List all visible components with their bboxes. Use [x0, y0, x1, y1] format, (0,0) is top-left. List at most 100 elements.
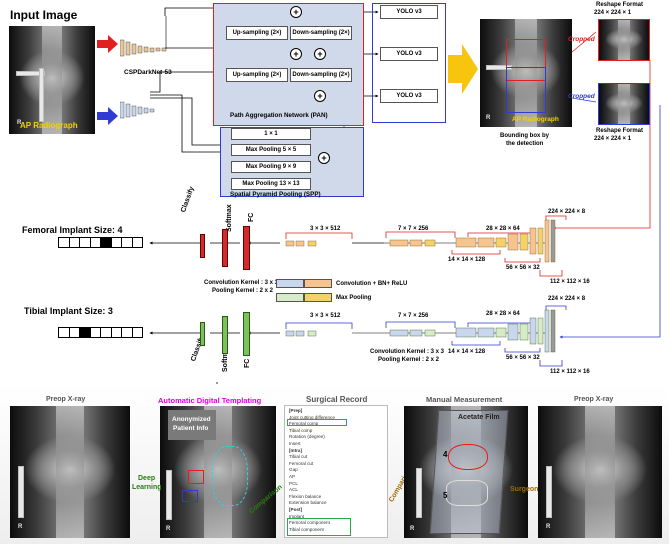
tibial-classify-block — [200, 322, 205, 346]
femoral-conv-kernel: Convolution Kernel : 3 x 3 — [204, 280, 279, 286]
record-line: Insert — [289, 440, 301, 446]
record-line: Joint cutting difference — [289, 414, 335, 420]
yolo-panel — [372, 3, 446, 123]
record-line: Tibial component — [289, 526, 324, 532]
acetate-film-label: Acetate Film — [458, 414, 500, 421]
preop-right-title: Preop X-ray — [574, 396, 614, 403]
spp-label: Spatial Pyramid Pooling (SPP) — [230, 191, 321, 198]
tibial-conv-kernel: Convolution Kernel : 3 x 3 — [370, 349, 445, 355]
crop-arrows — [571, 31, 596, 103]
femoral-layer-blocks — [285, 219, 556, 263]
femoral-classify-block — [200, 234, 205, 258]
preop-left-title: Preop X-ray — [46, 396, 86, 403]
spp-item-3: Max Pooling 9 × 9 — [231, 161, 311, 173]
ap-radiograph-label-2: AP Radiograph — [512, 116, 559, 123]
legend-conv-swatch-2 — [304, 279, 332, 288]
plus-node-2: + — [314, 48, 326, 60]
spp-item-4: Max Pooling 13 × 13 — [231, 178, 311, 190]
down-sampling-box-1: Down-sampling (2×) — [290, 26, 352, 40]
input-image-title: Input Image — [10, 8, 78, 22]
backbone-label: CSPDarkNet-53 — [124, 69, 172, 76]
femoral-dim-16: 112 × 112 × 16 — [550, 279, 590, 285]
legend-pool-swatch — [276, 293, 304, 302]
implant-plate — [18, 466, 24, 518]
record-line: Implant — [289, 513, 305, 519]
pan-label: Path Aggregation Network (PAN) — [230, 112, 328, 119]
template-outline — [212, 446, 248, 506]
legend-conv-label: Convolution + BN+ ReLU — [336, 281, 408, 287]
implant-plate-vertical — [39, 68, 44, 122]
record-line: Femoral cut — [289, 460, 314, 466]
size-4-label: 4 — [443, 450, 448, 459]
femoral-trace — [448, 444, 488, 470]
bbox-caption-2: the detection — [506, 141, 544, 147]
deep-learning-label-1: Deep — [138, 475, 156, 482]
plus-node-3: + — [290, 48, 302, 60]
spp-item-1: 1 × 1 — [231, 128, 311, 140]
legend-pool-label: Max Pooling — [336, 295, 372, 301]
backbone-blocks — [120, 16, 167, 119]
down-sampling-box-2: Down-sampling (2×) — [290, 68, 352, 82]
implant-plate — [166, 470, 172, 520]
reshape-title-2: Reshape Format — [596, 128, 644, 134]
record-line: Tibial cut — [289, 454, 308, 460]
tibial-dim-64: 28 × 28 × 64 — [486, 311, 520, 317]
femoral-one-hot — [58, 237, 143, 248]
femoral-bbox — [506, 39, 546, 81]
r-marker: R — [410, 526, 415, 532]
input-radiograph: R — [9, 26, 95, 134]
femoral-dim-64: 28 × 28 × 64 — [486, 226, 520, 232]
tibial-pool-kernel: Pooling Kernel : 2 x 2 — [378, 357, 440, 363]
plus-node-1: + — [290, 6, 302, 18]
tibial-fc-block — [243, 312, 250, 356]
r-marker: R — [486, 115, 491, 121]
acetate-film — [429, 410, 509, 534]
record-line: [Post] — [289, 506, 303, 512]
ap-radiograph-label: AP Radiograph — [20, 121, 78, 130]
record-line: [Intra] — [289, 447, 303, 453]
femoral-dim-8: 224 × 224 × 8 — [548, 209, 586, 215]
femoral-pool-kernel: Pooling Kernel : 2 x 2 — [212, 288, 274, 294]
reshape-title-1: Reshape Format — [596, 2, 644, 8]
femoral-dim-256: 7 × 7 × 256 — [398, 226, 429, 232]
record-line: Femoral comp — [289, 421, 319, 427]
up-sampling-box-1: Up-sampling (2×) — [226, 26, 288, 40]
template-tibial-box — [182, 490, 198, 502]
yolo-head-2: YOLO v3 — [380, 47, 438, 61]
record-line: [Prep] — [289, 408, 303, 413]
tibial-softmax-block — [222, 316, 228, 354]
auto-templating-title: Automatic Digital Templating — [158, 396, 262, 405]
surgical-record-title: Surgical Record — [306, 395, 368, 404]
tibial-layer-blocks — [285, 309, 556, 353]
plus-node-4: + — [314, 90, 326, 102]
femoral-crop — [598, 19, 650, 61]
tibial-dim-32: 56 × 56 × 32 — [506, 355, 540, 361]
legend-pool-swatch-2 — [304, 293, 332, 302]
implant-plate — [546, 466, 552, 518]
implant-plate — [16, 71, 45, 76]
tibial-one-hot — [58, 327, 143, 338]
record-line: AP — [289, 473, 296, 479]
yolo-head-3: YOLO v3 — [380, 89, 438, 103]
surgeon-label: Surgeon — [510, 486, 539, 493]
spp-plus-node: + — [318, 152, 330, 164]
deep-learning-label-2: Learning — [132, 484, 162, 491]
one-hot-cell — [131, 327, 143, 338]
record-line: Tibial comp — [289, 427, 313, 433]
record-line: Femoral component — [289, 520, 330, 526]
preop-right-image: R — [538, 406, 662, 538]
record-line: Rotation (degree) — [289, 434, 325, 440]
record-line: PCL — [289, 480, 298, 486]
detection-radiograph: R — [480, 19, 572, 127]
record-line: Flexion balance — [289, 493, 322, 499]
record-line: ACL — [289, 487, 298, 493]
femoral-title: Femoral Implant Size: 4 — [22, 225, 123, 235]
reshape-dim-1: 224 × 224 × 1 — [594, 10, 632, 16]
r-marker: R — [17, 120, 22, 126]
anonymized-label-1: Anonymized — [172, 416, 211, 423]
anonymized-label-2: Patient Info — [173, 425, 209, 432]
tibial-fc: FC — [244, 358, 251, 368]
legend-conv-swatch — [276, 279, 304, 288]
